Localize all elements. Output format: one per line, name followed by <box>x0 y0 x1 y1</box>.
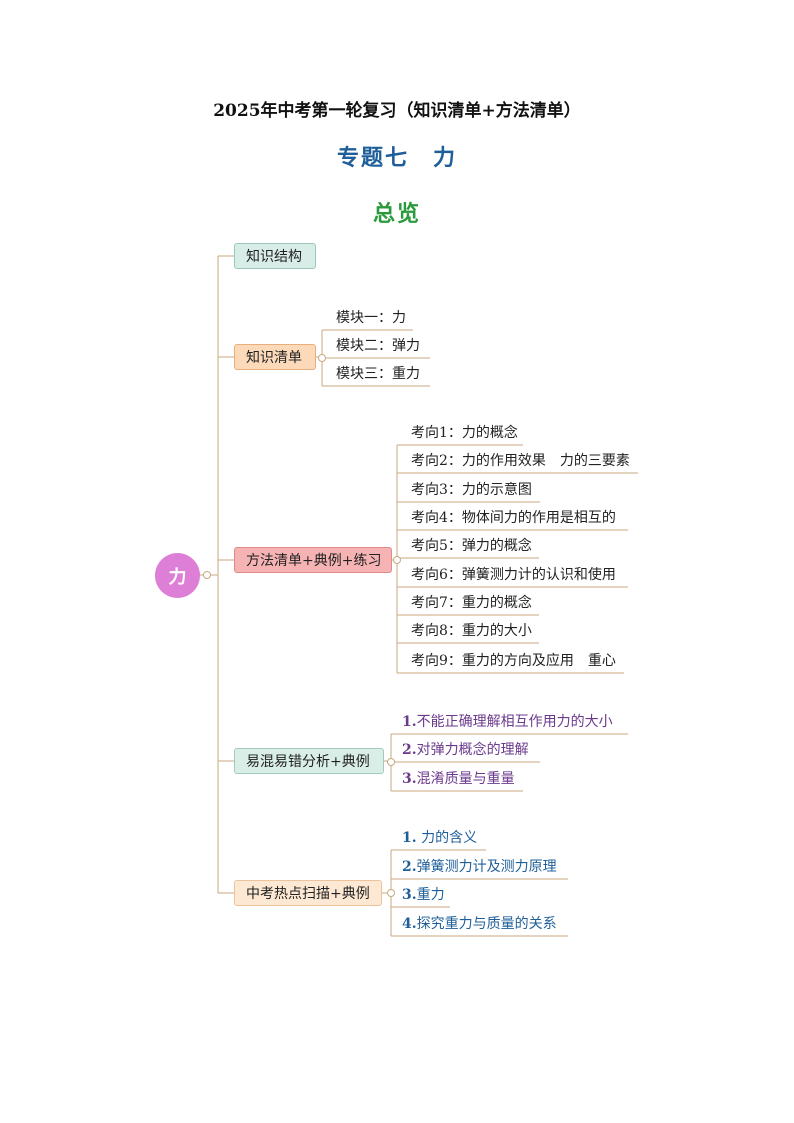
list-item: 考向2：力的作用效果 力的三要素 <box>411 453 630 469</box>
list-item: 1.不能正确理解相互作用力的大小 <box>402 714 613 730</box>
list-item: 考向1：力的概念 <box>411 425 518 441</box>
list-item: 3.混淆质量与重量 <box>402 771 515 787</box>
list-item: 4.探究重力与质量的关系 <box>402 916 557 932</box>
list-item: 考向6：弹簧测力计的认识和使用 <box>411 567 616 583</box>
list-item: 1. 力的含义 <box>402 830 478 846</box>
list-item: 2.弹簧测力计及测力原理 <box>402 859 557 875</box>
list-item: 考向5：弹力的概念 <box>411 538 532 554</box>
topic-title: 专题七 力 <box>336 146 457 171</box>
list-item: 考向7：重力的概念 <box>411 595 532 611</box>
list-item: 模块三：重力 <box>336 366 420 382</box>
branch-knowledge-list: 知识清单 <box>234 344 316 370</box>
list-item: 3.重力 <box>402 887 445 903</box>
list-item: 模块一：力 <box>336 310 406 326</box>
list-item: 考向4：物体间力的作用是相互的 <box>411 510 616 526</box>
root-node: 力 <box>155 553 200 598</box>
list-item: 考向8：重力的大小 <box>411 623 532 639</box>
branch-method-list: 方法清单+典例+练习 <box>234 547 392 573</box>
document-title: 2025年中考第一轮复习（知识清单+方法清单） <box>213 101 581 121</box>
branch-knowledge-structure: 知识结构 <box>234 243 316 269</box>
overview-title: 总览 <box>372 202 421 227</box>
list-item: 模块二：弹力 <box>336 338 420 354</box>
list-item: 2.对弹力概念的理解 <box>402 742 529 758</box>
list-item: 考向9：重力的方向及应用 重心 <box>411 653 616 669</box>
branch-common-errors: 易混易错分析+典例 <box>234 748 384 774</box>
list-item: 考向3：力的示意图 <box>411 482 532 498</box>
branch-exam-hotspots: 中考热点扫描+典例 <box>234 880 382 906</box>
